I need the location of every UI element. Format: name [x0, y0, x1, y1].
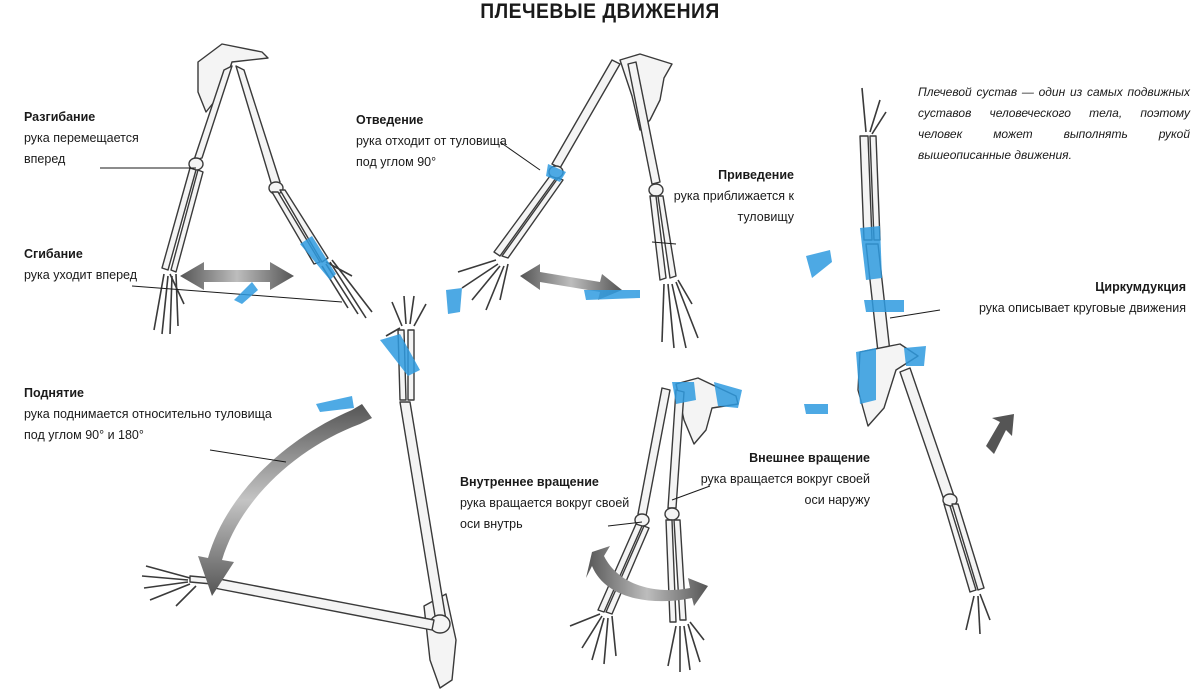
label-description: рука поднимается относительно туловища п… — [24, 407, 272, 442]
label-description: рука вращается вокруг своей оси внутрь — [460, 496, 630, 531]
humerus-bone — [667, 389, 685, 509]
label-extension: Разгибание рука перемещается вперед — [24, 107, 174, 170]
label-title: Сгибание — [24, 247, 83, 261]
humerus-bone — [213, 577, 435, 631]
label-description: рука приближается к туловищу — [673, 189, 794, 224]
forearm-bone — [951, 503, 985, 591]
forearm-bone — [170, 169, 204, 273]
forearm-bone — [501, 177, 564, 259]
label-title: Разгибание — [24, 110, 96, 124]
humerus-bone — [627, 61, 661, 185]
label-description: рука уходит вперед — [24, 268, 138, 282]
humerus-bone — [235, 65, 281, 187]
hand-bones — [457, 259, 699, 349]
figure-circumduction — [857, 87, 1014, 635]
label-title: Внешнее вращение — [749, 451, 870, 465]
scapula-bone — [423, 593, 457, 689]
leader-lines — [100, 141, 941, 527]
figure-abduction-adduction — [457, 53, 699, 349]
scapula-bone — [197, 43, 269, 113]
label-description: рука отходит от туловища под углом 90° — [356, 134, 507, 169]
forearm-bone — [161, 167, 197, 271]
label-description: рука перемещается вперед — [24, 131, 139, 166]
hand-bones — [153, 259, 373, 335]
label-description: рука описывает круговые движения — [978, 301, 1186, 315]
forearm-bone — [649, 195, 667, 281]
label-title: Внутреннее вращение — [460, 475, 599, 489]
elbow-joint — [648, 183, 664, 197]
humerus-bone — [899, 367, 955, 501]
label-abduction: Отведение рука отходит от туловища под у… — [356, 110, 576, 173]
elevation-arrow — [198, 404, 372, 596]
hand-bones — [965, 593, 991, 635]
label-external-rotation: Внешнее вращение рука вращается вокруг с… — [700, 448, 870, 511]
label-circumduction: Циркумдукция рука описывает круговые дви… — [930, 277, 1186, 319]
label-adduction: Приведение рука приближается к туловищу — [672, 165, 794, 228]
label-title: Отведение — [356, 113, 424, 127]
label-title: Циркумдукция — [1095, 280, 1186, 294]
humerus-bone — [637, 387, 671, 517]
label-flexion: Сгибание рука уходит вперед — [24, 244, 174, 286]
hand-bones — [861, 87, 887, 135]
elbow-joint — [664, 507, 680, 521]
label-internal-rotation: Внутреннее вращение рука вращается вокру… — [460, 472, 630, 535]
label-description: рука вращается вокруг своей оси наружу — [700, 472, 870, 507]
watermark-overlay — [234, 164, 926, 414]
flexion-arrow — [180, 262, 294, 290]
shoulder-joint-note: Плечевой сустав — один из самых подвижны… — [918, 85, 1190, 162]
forearm-bone — [657, 195, 677, 279]
page-title: ПЛЕЧЕВЫЕ ДВИЖЕНИЯ — [480, 0, 720, 23]
rotation-arrow — [586, 546, 708, 606]
hand-bones — [569, 613, 705, 672]
hand-bones — [141, 295, 427, 607]
humerus-bone — [193, 65, 233, 161]
forearm-bone — [943, 503, 977, 593]
figure-elevation — [141, 295, 457, 689]
label-title: Приведение — [718, 168, 794, 182]
circumduction-arrow — [986, 414, 1014, 454]
forearm-bone — [493, 175, 557, 257]
label-title: Поднятие — [24, 386, 84, 400]
humerus-bone — [399, 401, 447, 623]
label-elevation: Поднятие рука поднимается относительно т… — [24, 383, 274, 446]
